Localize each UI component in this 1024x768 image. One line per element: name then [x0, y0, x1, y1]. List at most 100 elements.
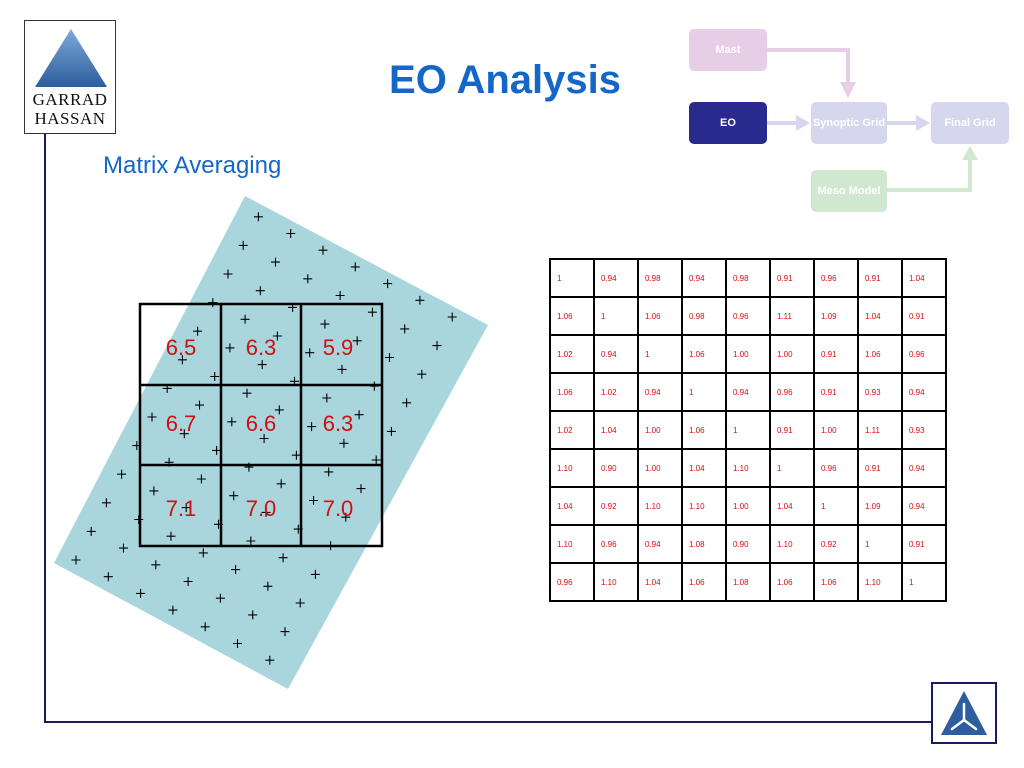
observation-point	[415, 295, 425, 305]
matrix-cell: 0.96	[725, 296, 771, 336]
matrix-cell: 1	[593, 296, 639, 336]
matrix-cell: 0.94	[725, 372, 771, 412]
matrix-cell: 1	[681, 372, 727, 412]
matrix-cell: 0.96	[769, 372, 815, 412]
observation-point	[255, 286, 265, 296]
matrix-cell: 0.92	[593, 486, 639, 526]
matrix-cell: 1.06	[857, 334, 903, 374]
grid-value: 7.0	[323, 496, 354, 521]
matrix-cell: 1.04	[857, 296, 903, 336]
page-title: EO Analysis	[389, 58, 621, 102]
observation-point	[417, 369, 427, 379]
observation-point	[320, 319, 330, 329]
observation-point	[383, 279, 393, 289]
observation-point	[231, 565, 241, 575]
grid-value: 6.6	[246, 411, 277, 436]
observation-point	[117, 469, 127, 479]
observation-point	[286, 229, 296, 238]
observation-point	[242, 388, 252, 398]
averaging-grid	[138, 302, 384, 548]
matrix-cell: 1	[725, 410, 771, 450]
matrix-cell: 1.04	[593, 410, 639, 450]
observation-point	[367, 307, 377, 317]
observation-point	[177, 355, 187, 365]
observation-point	[212, 445, 222, 455]
observation-point	[86, 526, 96, 536]
matrix-cell: 1.04	[901, 258, 947, 298]
matrix-cell: 0.98	[637, 258, 683, 298]
observation-point	[341, 512, 351, 522]
observation-point	[261, 507, 271, 517]
matrix-cell: 0.94	[637, 524, 683, 564]
observation-point	[337, 364, 347, 374]
observation-point	[432, 341, 442, 351]
matrix-cell: 1.10	[549, 448, 595, 488]
observation-point	[371, 455, 381, 465]
corner-logo	[931, 682, 997, 744]
page-subtitle: Matrix Averaging	[103, 152, 282, 179]
observation-point	[272, 331, 282, 341]
observation-point	[196, 474, 206, 484]
turbine-logo-icon	[941, 691, 987, 735]
matrix-cell: 1.10	[857, 562, 903, 602]
observation-point	[310, 569, 320, 579]
observation-point	[265, 655, 275, 665]
flow-box-meso-model: Meso Model	[811, 170, 887, 212]
matrix-cell: 1.06	[549, 372, 595, 412]
observation-point	[103, 572, 113, 582]
matrix-cell: 0.94	[901, 486, 947, 526]
observation-point	[280, 627, 290, 637]
company-logo: GARRAD HASSAN	[24, 20, 116, 134]
matrix-cell: 0.92	[813, 524, 859, 564]
observation-point	[259, 434, 269, 443]
matrix-cell: 1.04	[549, 486, 595, 526]
grid-value: 6.3	[323, 411, 354, 436]
flow-box-synoptic-grid: Synoptic Grid	[811, 102, 887, 144]
matrix-cell: 1.06	[549, 296, 595, 336]
frame-vertical-rule	[44, 134, 46, 723]
flow-box-final-grid: Final Grid	[931, 102, 1009, 144]
matrix-cell: 1.06	[681, 410, 727, 450]
matrix-cell: 0.91	[813, 372, 859, 412]
observation-point	[276, 479, 286, 489]
matrix-cell: 0.94	[593, 334, 639, 374]
observation-point	[339, 438, 349, 448]
matrix-cell: 1.11	[857, 410, 903, 450]
observation-point	[354, 410, 364, 420]
observation-point	[136, 588, 146, 598]
observation-point	[309, 496, 318, 505]
matrix-cell: 0.91	[769, 258, 815, 298]
observation-point	[447, 312, 457, 322]
matrix-cell: 1	[769, 448, 815, 488]
matrix-cell: 1.09	[813, 296, 859, 336]
matrix-cell: 0.98	[725, 258, 771, 298]
matrix-cell: 1.06	[769, 562, 815, 602]
grid-value: 7.0	[246, 496, 277, 521]
matrix-cell: 1.02	[549, 410, 595, 450]
observation-point	[400, 324, 410, 334]
matrix-cell: 0.96	[813, 258, 859, 298]
observation-point	[183, 577, 193, 586]
matrix-cell: 1	[813, 486, 859, 526]
matrix-cell: 1.00	[637, 448, 683, 488]
matrix-cell: 1.02	[549, 334, 595, 374]
matrix-cell: 0.91	[813, 334, 859, 374]
observation-point	[307, 422, 317, 432]
matrix-cell: 1.09	[857, 486, 903, 526]
matrix-cell: 1.02	[593, 372, 639, 412]
matrix-cell: 1.04	[769, 486, 815, 526]
observation-point	[200, 622, 210, 632]
matrix-cell: 1	[857, 524, 903, 564]
matrix-cell: 1.06	[681, 334, 727, 374]
matrix-cell: 1.04	[637, 562, 683, 602]
observation-point	[179, 429, 189, 439]
matrix-cell: 1.10	[681, 486, 727, 526]
observation-point	[318, 245, 328, 255]
observation-point	[208, 298, 218, 308]
matrix-cell: 1.06	[681, 562, 727, 602]
observation-point	[227, 417, 237, 427]
observation-point	[166, 531, 176, 541]
